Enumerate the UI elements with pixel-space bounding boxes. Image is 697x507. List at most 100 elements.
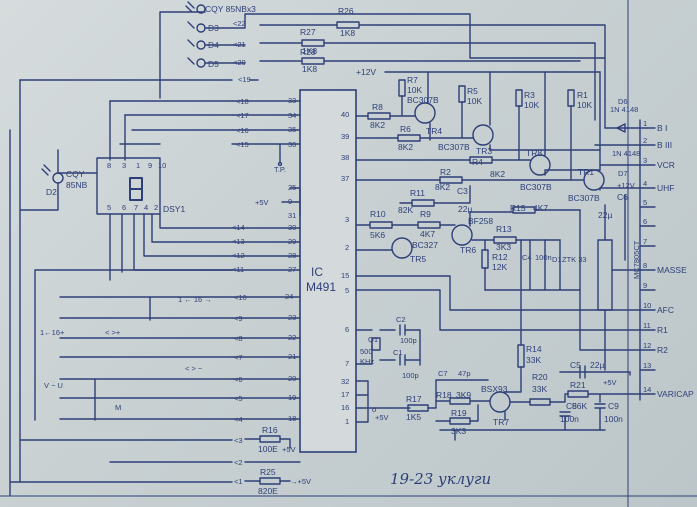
d6-part: 1N 4148 [610,105,638,114]
r7-val: 10K [407,85,422,95]
r2-val: 8K2 [435,182,450,192]
r20-ref: R20 [532,372,548,382]
svg-text:38: 38 [341,153,349,162]
c5-ref: C5 [570,360,581,370]
d7-part: 1N 4148 [612,149,640,158]
transistor-tr3 [472,124,494,146]
r14-ref: R14 [526,344,542,354]
svg-text:5: 5 [345,286,349,295]
tr8-ref: TR8 [526,148,542,158]
ic-part: M491 [306,280,336,294]
switch-a-label: 1 ← 16 → [178,295,212,304]
plus12v-label: +12V [356,67,376,77]
r18-ref: R18 [436,390,452,400]
svg-text:<4: <4 [234,415,243,424]
svg-text:<6: <6 [234,375,243,384]
output-pin-label: B I [657,123,667,133]
r19-val: 3K3 [451,426,466,436]
r15-ref: R15 [510,203,526,213]
tr4-ref: TR4 [426,126,442,136]
svg-text:15: 15 [341,271,349,280]
svg-text:+5V: +5V [603,378,617,387]
output-pin-number: 7 [643,237,647,246]
led-d2-label: D2 [46,187,57,197]
svg-text:3: 3 [122,161,126,170]
c8-val: 100n [560,414,579,424]
led-d2-part2: 85NB [66,180,88,190]
r3-val: 10K [524,100,539,110]
svg-text:6: 6 [122,203,126,212]
regulator-label: MC7805CT [632,240,641,279]
d6-ref: D6 [618,97,628,106]
led-d2 [52,172,64,184]
led-d2-part1: CQY [66,169,85,179]
r28-val: 1K8 [302,64,317,74]
svg-text:7: 7 [134,203,138,212]
svg-text:1←16+: 1←16+ [40,328,65,337]
tr7-part: BSX93 [481,384,508,394]
svg-text:<17: <17 [236,111,249,120]
c5-val: 22µ [590,360,604,370]
ic-m491 [299,89,357,453]
transistor-tr5 [391,237,413,259]
r16-val: 100E [258,444,278,454]
r11-ref: R11 [410,188,425,198]
output-pin-number: 1 [643,119,647,128]
r14-val: 33K [526,355,541,365]
svg-text:31: 31 [288,211,296,220]
output-pin-label: VCR [657,160,675,170]
crystal-freq: 500 [360,347,373,356]
r13-ref: R13 [496,224,512,234]
c7-val: 47p [458,369,471,378]
svg-text:<18: <18 [236,97,249,106]
display-dsy1 [96,157,161,215]
svg-text:<15: <15 [236,140,249,149]
output-pin-number: 13 [643,361,651,370]
tr5-ref: TR5 [410,254,426,264]
output-pin-label: B III [657,140,672,150]
r25-val: 820E [258,486,278,496]
switch-c-label: < > − [185,364,203,373]
switch-e-label: M [115,403,121,412]
tr6-part: BF258 [468,216,493,226]
svg-text:o: o [372,405,376,414]
output-pin-label: MASSE [657,265,687,275]
plus5v-label: +5V [255,198,269,207]
r10-ref: R10 [370,209,386,219]
svg-text:17: 17 [341,390,349,399]
r28-ref: R28 [300,47,316,57]
transistor-tr4 [414,102,436,124]
output-pin-number: 8 [643,261,647,270]
svg-text:8: 8 [107,161,111,170]
r26-ref: R26 [338,6,354,16]
r19-ref: R19 [451,408,467,418]
svg-text:10: 10 [158,161,166,170]
display-label: DSY1 [163,204,185,214]
svg-text:1: 1 [345,417,349,426]
svg-text:32: 32 [341,377,349,386]
r27-val: 1K8 [302,46,317,56]
svg-text:1: 1 [136,161,140,170]
svg-text:39: 39 [341,132,349,141]
output-pin-number: 11 [643,321,651,330]
output-pin-label: R2 [657,345,668,355]
r18-val: 3K9 [456,390,471,400]
svg-text:16: 16 [341,403,349,412]
r9-val: 4K7 [420,229,435,239]
r8-val: 8K2 [370,120,385,130]
r5-val: 10K [467,96,482,106]
svg-text:<7: <7 [234,353,243,362]
led-group-label: CQY 85NBx3 [205,4,256,14]
output-pin-number: 4 [643,179,647,188]
tr7-ref: TR7 [493,417,509,427]
svg-text:<2: <2 [234,458,243,467]
output-pin-label: VARICAP [657,389,694,399]
c6-ref: C6 [617,192,628,202]
tr4-part: BC307B [407,95,439,105]
svg-text:<9: <9 [234,314,243,323]
r1-val: 10K [577,100,592,110]
led-d5-label: D5 [208,59,219,69]
r12-val: 12K [492,262,507,272]
output-pin-number: 3 [643,156,647,165]
output-pin-number: 12 [643,341,651,350]
